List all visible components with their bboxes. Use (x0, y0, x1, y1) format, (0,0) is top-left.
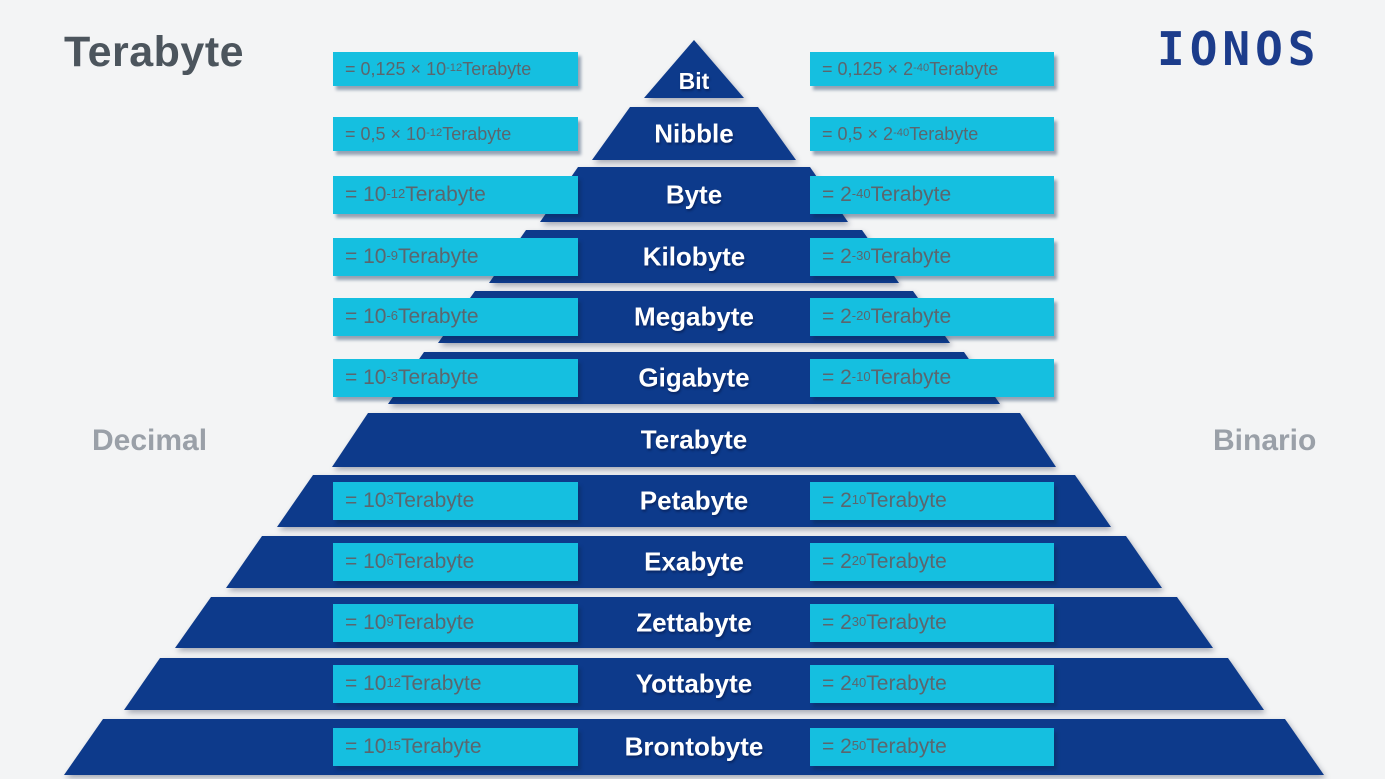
decimal-value-pre: = 10 (345, 550, 387, 573)
decimal-value-post: Terabyte (398, 305, 479, 328)
pyramid-band-shape-zettabyte: Zettabyte (175, 597, 1213, 648)
decimal-value-box-nibble: = 0,5 × 10-12 Terabyte (333, 117, 578, 151)
binary-value-box-bit: = 0,125 × 2-40 Terabyte (810, 52, 1054, 86)
binary-value-pre: = 2 (822, 735, 852, 758)
unit-name-label: Exabyte (644, 546, 744, 577)
binary-value-post: Terabyte (870, 305, 952, 328)
binary-value-box-megabyte: = 2-20 Terabyte (810, 298, 1054, 336)
binary-value-pre: = 2 (822, 366, 852, 389)
binary-value-post: Terabyte (866, 611, 947, 634)
binary-value-post: Terabyte (866, 672, 947, 695)
binary-column-label: Binario (1213, 424, 1317, 457)
unit-name-label: Bit (678, 68, 710, 94)
binary-value-post: Terabyte (866, 550, 947, 573)
decimal-value-pre: = 10 (345, 366, 387, 389)
binary-value-post: Terabyte (866, 489, 947, 512)
ionos-logo: IONOS (1157, 22, 1321, 76)
unit-name-label: Petabyte (639, 485, 749, 516)
binary-value-box-nibble: = 0,5 × 2-40 Terabyte (810, 117, 1054, 151)
decimal-value-post: Terabyte (442, 123, 512, 144)
decimal-value-pre: = 10 (345, 245, 387, 268)
binary-value-post: Terabyte (870, 245, 952, 268)
binary-value-pre: = 2 (822, 550, 852, 573)
pyramid-level-nibble: Nibble (592, 107, 796, 160)
pyramid-band-shape-bit: Bit (644, 40, 744, 98)
binary-value-post: Terabyte (870, 366, 952, 389)
binary-value-box-gigabyte: = 2-10 Terabyte (810, 359, 1054, 397)
decimal-value-pre: = 10 (345, 672, 387, 695)
pyramid-band-shape-nibble: Nibble (592, 107, 796, 160)
decimal-value-post: Terabyte (400, 735, 482, 758)
binary-value-pre: = 2 (822, 672, 852, 695)
decimal-value-pre: = 0,125 × 10 (345, 58, 447, 79)
unit-name-label: Zettabyte (636, 607, 752, 637)
binary-value-box-kilobyte: = 2-30 Terabyte (810, 238, 1054, 276)
pyramid-level-terabyte: Terabyte (332, 413, 1056, 467)
binary-value-pre: = 2 (822, 489, 852, 512)
unit-name-label: Megabyte (634, 301, 754, 332)
decimal-value-post: Terabyte (398, 245, 479, 268)
pyramid-level-brontobyte: Brontobyte (64, 719, 1324, 775)
binary-value-pre: = 0,125 × 2 (822, 58, 914, 79)
binary-value-pre: = 2 (822, 611, 852, 634)
pyramid-level-bit: Bit (644, 40, 744, 98)
decimal-value-post: Terabyte (462, 58, 532, 79)
decimal-value-post: Terabyte (393, 550, 475, 573)
decimal-value-post: Terabyte (405, 183, 486, 206)
decimal-value-post: Terabyte (393, 611, 475, 634)
unit-name-label: Terabyte (640, 424, 748, 455)
decimal-value-box-gigabyte: = 10-3 Terabyte (333, 359, 578, 397)
decimal-value-box-kilobyte: = 10-9 Terabyte (333, 238, 578, 276)
decimal-value-pre: = 10 (345, 489, 387, 512)
pyramid-band-shape-yottabyte: Yottabyte (124, 658, 1264, 710)
pyramid-band-shape-brontobyte: Brontobyte (64, 719, 1324, 775)
decimal-value-pre: = 0,5 × 10 (345, 123, 427, 144)
binary-value-post: Terabyte (866, 735, 947, 758)
pyramid-level-byte: Byte (540, 167, 848, 222)
decimal-value-pre: = 10 (345, 735, 387, 758)
binary-value-pre: = 0,5 × 2 (822, 123, 894, 144)
binary-value-post: Terabyte (909, 123, 979, 144)
pyramid-level-zettabyte: Zettabyte (175, 597, 1213, 648)
binary-value-pre: = 2 (822, 183, 852, 206)
unit-name-label: Brontobyte (624, 731, 764, 762)
decimal-value-pre: = 10 (345, 305, 387, 328)
decimal-value-box-bit: = 0,125 × 10-12 Terabyte (333, 52, 578, 86)
unit-name-label: Yottabyte (635, 668, 753, 699)
binary-value-pre: = 2 (822, 305, 852, 328)
unit-name-label: Nibble (654, 118, 734, 148)
pyramid-band-shape-byte: Byte (540, 167, 848, 222)
unit-name-label: Gigabyte (638, 362, 750, 393)
unit-name-label: Kilobyte (642, 241, 746, 271)
decimal-column-label: Decimal (92, 424, 208, 457)
unit-name-label: Byte (665, 179, 723, 209)
binary-value-post: Terabyte (929, 58, 999, 79)
decimal-value-pre: = 10 (345, 611, 387, 634)
pyramid-band-shape-terabyte: Terabyte (332, 413, 1056, 467)
binary-value-box-byte: = 2-40 Terabyte (810, 176, 1054, 214)
decimal-value-pre: = 10 (345, 183, 387, 206)
decimal-value-post: Terabyte (400, 672, 482, 695)
binary-value-post: Terabyte (870, 183, 952, 206)
decimal-value-box-megabyte: = 10-6 Terabyte (333, 298, 578, 336)
binary-value-pre: = 2 (822, 245, 852, 268)
page-title: Terabyte (64, 28, 245, 76)
decimal-value-post: Terabyte (393, 489, 475, 512)
decimal-value-box-byte: = 10-12 Terabyte (333, 176, 578, 214)
decimal-value-post: Terabyte (398, 366, 479, 389)
pyramid-level-yottabyte: Yottabyte (124, 658, 1264, 710)
